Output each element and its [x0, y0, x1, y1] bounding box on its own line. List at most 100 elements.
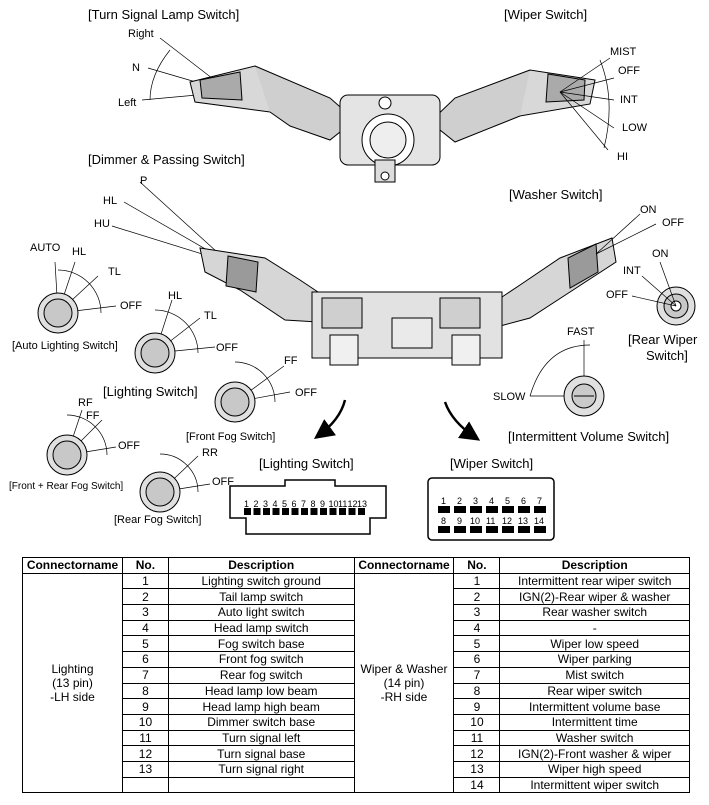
wiper-connector-pin-label: 1 [441, 496, 447, 506]
header-no-right: No. [453, 557, 501, 574]
wiper-pin-no-cell: 4 [453, 619, 501, 637]
rear-on-label: ON [652, 248, 669, 260]
lighting-pin-no-cell: 6 [121, 651, 169, 668]
turn-left-label: Left [118, 97, 137, 109]
intermittent-volume-switch-title: [Intermittent Volume Switch] [508, 429, 670, 444]
lighting-pin-no-cell: 5 [121, 635, 169, 653]
wiper-pin-description-cell: IGN(2)-Front washer & wiper [499, 745, 690, 762]
lighting-connector-pin-label: 6 [291, 499, 297, 509]
front-rear-fog-rf-label: RF [78, 397, 93, 409]
lighting-connector-pin [253, 508, 261, 515]
wiper-connector-pin [534, 526, 546, 533]
lighting-connector-name-cell: Lighting(13 pin)-LH side [22, 572, 123, 794]
rear-wiper-title-line2: Switch] [646, 348, 688, 363]
lighting-pin-description-cell: Turn signal right [167, 760, 355, 778]
wiper-pin-no-cell: 7 [453, 666, 501, 684]
lighting-connector-pin [263, 508, 270, 515]
lighting-tl-label: TL [204, 310, 217, 322]
wiper-pin-description-cell: Washer switch [499, 729, 690, 747]
wiper-pin-no-cell: 1 [453, 572, 501, 590]
wiper-connector-title: [Wiper Switch] [450, 456, 534, 471]
front-fog-ff-label: FF [284, 355, 298, 367]
wiper-switch-title: [Wiper Switch] [504, 7, 588, 22]
lighting-connector-pin-label: 7 [301, 499, 307, 509]
lighting-pin-no-cell: 13 [121, 760, 169, 778]
wiper-pin-no-cell: 13 [453, 760, 501, 778]
lighting-pin-no-cell: 3 [121, 604, 169, 621]
lighting-connector-pin-label: 3 [263, 499, 269, 509]
wiper-connector-pin [486, 526, 498, 533]
wiper-connector-pin [518, 526, 530, 533]
lighting-pin-description-cell: Front fog switch [167, 651, 355, 668]
auto-lighting-switch-title: [Auto Lighting Switch] [12, 340, 118, 352]
header-description-left: Description [167, 557, 355, 574]
lighting-connector-pin [282, 508, 289, 515]
wiper-pin-no-cell: 5 [453, 635, 501, 653]
rear-fog-rr-label: RR [202, 447, 218, 459]
wiper-connector-pin-label: 2 [457, 496, 463, 506]
lighting-connector-name-line: Lighting [51, 662, 94, 676]
table-header-row: Connectorname No. Description Connectorn… [22, 557, 690, 574]
wiper-pin-no-cell: 2 [453, 588, 501, 606]
wiper-pin-description-cell: Wiper high speed [499, 760, 690, 778]
wiper-pin-description-cell: IGN(2)-Rear wiper & washer [499, 588, 690, 606]
front-fog-knob [214, 361, 291, 423]
lighting-connector-pin-label: 9 [320, 499, 326, 509]
wiper-connector-pin [454, 506, 466, 513]
auto-tl-label: TL [108, 266, 121, 278]
wiper-connector-pin [534, 506, 546, 513]
lighting-pin-no-cell: 1 [121, 572, 169, 590]
header-connectorname-right: Connectorname [353, 557, 455, 574]
rear-fog-switch-title: [Rear Fog Switch] [114, 514, 202, 526]
dimmer-p-label: P [140, 175, 148, 187]
connector-pin-table: Connectorname No. Description Connectorn… [22, 557, 690, 794]
main-switch-assembly [111, 181, 657, 366]
wiper-connector-pin-label: 5 [505, 496, 511, 506]
lighting-pin-no-cell: 9 [121, 698, 169, 715]
switch-diagram: [Turn Signal Lamp Switch] [Wiper Switch]… [9, 7, 697, 541]
wiper-pin-no-cell: 3 [453, 604, 501, 621]
wiper-connector-name-line: -RH side [380, 690, 428, 704]
lighting-pin-description-cell: Auto light switch [167, 604, 355, 621]
wiper-connector-name-line: (14 pin) [383, 676, 425, 690]
wiper-connector-pin [454, 526, 466, 533]
wiper-pin-description-cell: Rear wiper switch [499, 682, 690, 700]
turn-signal-switch-title: [Turn Signal Lamp Switch] [88, 7, 240, 22]
rear-wiper-knob [631, 261, 696, 326]
lighting-connector-pin-label: 8 [310, 499, 316, 509]
lighting-pin-no-cell: 2 [121, 588, 169, 606]
lighting-connector-pin-label: 10 [328, 499, 339, 509]
wiper-pin-description-cell: Intermittent rear wiper switch [499, 572, 690, 590]
lighting-pin-no-cell: 7 [121, 666, 169, 684]
wiper-pin-description-cell: Intermittent time [499, 713, 690, 731]
front-fog-off-label: OFF [295, 387, 317, 399]
wiper-pin-no-cell: 9 [453, 698, 501, 715]
front-rear-fog-switch-title: [Front + Rear Fog Switch] [9, 481, 124, 492]
top-switch-assembly [141, 37, 615, 183]
lighting-pin-no-cell: 4 [121, 619, 169, 637]
lighting-pin-description-cell: Head lamp switch [167, 619, 355, 637]
auto-lighting-knob [37, 261, 117, 334]
wiper-connector-pin [518, 506, 530, 513]
wiper-pin-no-cell: 6 [453, 651, 501, 668]
washer-off-label: OFF [662, 217, 684, 229]
lighting-connector-pin [329, 508, 337, 515]
lighting-hl-label: HL [168, 290, 183, 302]
wiper-pin-description-cell: - [499, 619, 690, 637]
lighting-pin-description-cell: Lighting switch ground [167, 572, 355, 590]
intermittent-fast-label: FAST [567, 326, 595, 338]
wiper-connector-pin [438, 526, 450, 533]
lighting-connector [229, 479, 387, 535]
diagram-drawing [37, 37, 696, 541]
turn-n-label: N [132, 62, 140, 74]
lighting-connector-pin [310, 508, 318, 515]
wiper-connector-pin [486, 506, 498, 513]
lighting-pin-description-cell: Tail lamp switch [167, 588, 355, 606]
front-rear-fog-knob [46, 409, 117, 476]
front-rear-fog-ff-label: FF [86, 410, 100, 422]
lighting-connector-name-line: -LH side [50, 690, 95, 704]
lighting-connector-title: [Lighting Switch] [259, 456, 354, 471]
